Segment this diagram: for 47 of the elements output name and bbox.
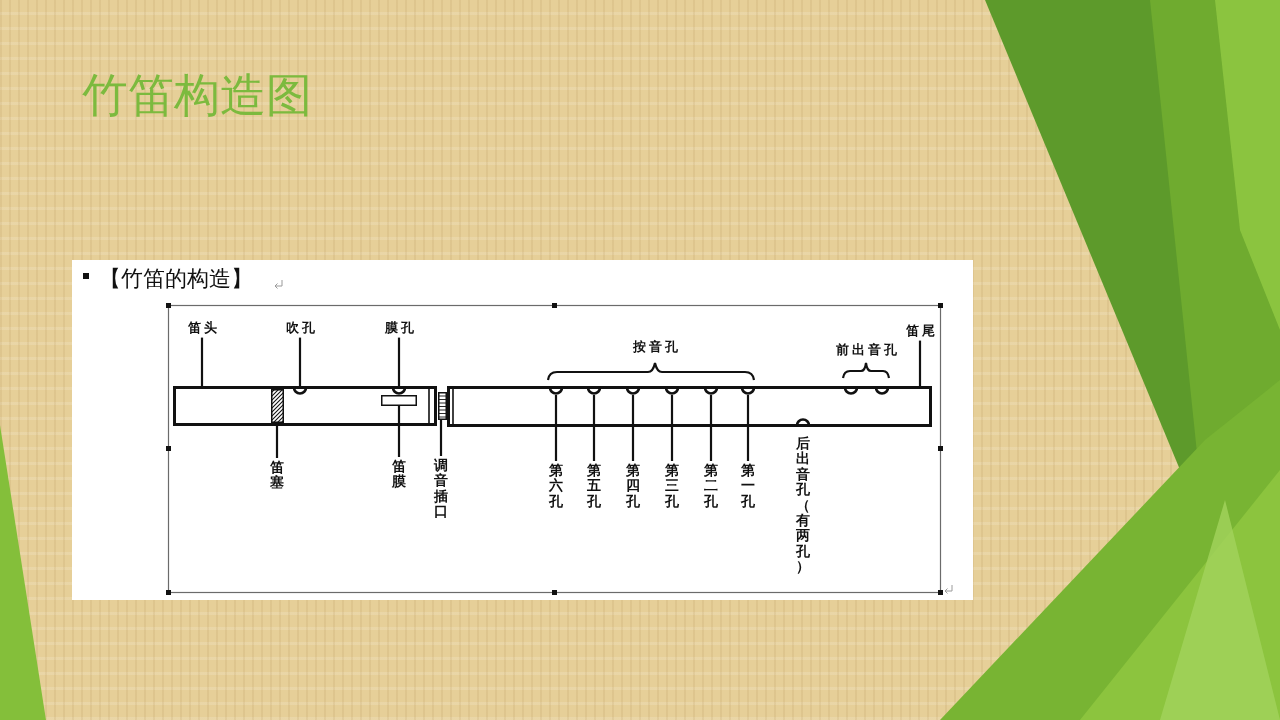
membrane-hole [392,386,406,395]
part-label: 前出音孔 [834,342,900,358]
leader-line [439,420,443,456]
part-label: 膜孔 [381,320,417,336]
flute-membrane [381,395,417,406]
finger-hole [587,386,601,395]
part-label: 笛尾 [902,323,938,339]
flute-plug [271,389,284,423]
finger-hole [626,386,640,395]
leader-line [746,395,750,461]
leader-line [592,395,596,461]
leader-line [631,395,635,461]
leader-line [397,406,401,457]
sound-hole [796,418,810,427]
finger-hole [704,386,718,395]
part-label: 按音孔 [631,339,681,355]
finger-hole [665,386,679,395]
leader-line [397,337,401,386]
figure-heading: 【竹笛的构造】 [99,266,253,293]
tuning-joint [438,392,447,420]
part-label: 第一孔 [741,463,755,510]
leader-line [918,340,922,386]
flute-tube [173,386,437,426]
part-label: 吹孔 [282,320,318,336]
part-label: 第二孔 [704,463,718,510]
part-label: 后出音孔（有两孔） [796,436,810,575]
finger-hole [741,386,755,395]
flute-tube [447,386,932,427]
sound-hole [844,386,858,395]
slide-title: 竹笛构造图 [82,68,312,124]
leader-line [670,395,674,461]
part-label: 第四孔 [626,463,640,510]
part-label: 第三孔 [665,463,679,510]
sound-hole [875,386,889,395]
leader-line [554,395,558,461]
part-label: 笛头 [184,320,220,336]
part-label: 笛膜 [392,459,406,490]
part-label: 第五孔 [587,463,601,510]
part-label: 笛塞 [270,460,284,491]
finger-hole [549,386,563,395]
part-label: 调音插口 [434,458,448,520]
blow-hole [293,386,307,395]
leader-line [200,337,204,386]
part-label: 第六孔 [549,463,563,510]
leader-line [298,337,302,386]
leader-line [709,395,713,461]
leader-line [275,423,279,458]
